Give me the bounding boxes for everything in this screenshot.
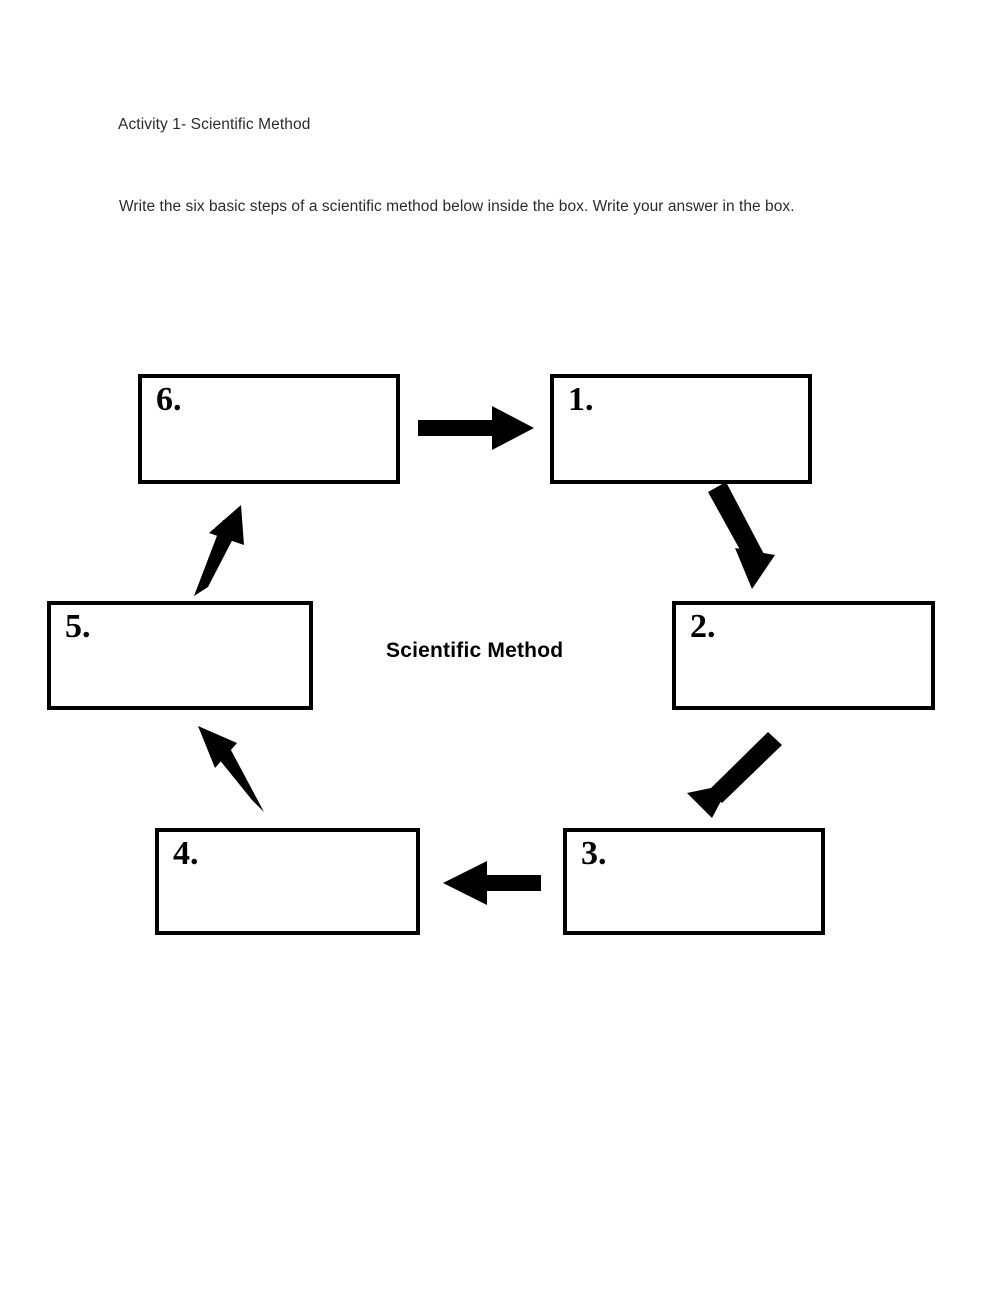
instruction-text: Write the six basic steps of a scientifi… xyxy=(119,198,795,215)
step-number-4: 4. xyxy=(173,835,199,872)
step-box-6[interactable]: 6. xyxy=(138,374,400,484)
step-box-1[interactable]: 1. xyxy=(550,374,812,484)
step-number-6: 6. xyxy=(156,381,182,418)
arrow-4-to-5-icon xyxy=(198,726,264,812)
arrow-5-to-6-icon xyxy=(194,505,244,596)
step-number-2: 2. xyxy=(690,608,716,645)
step-box-2[interactable]: 2. xyxy=(672,601,935,710)
arrow-2-to-3-icon xyxy=(687,732,782,818)
arrow-3-to-4-icon xyxy=(443,861,541,905)
step-number-5: 5. xyxy=(65,608,91,645)
arrow-1-to-2-icon xyxy=(708,482,775,589)
page-title: Activity 1- Scientific Method xyxy=(118,116,311,133)
step-number-3: 3. xyxy=(581,835,607,872)
diagram-center-label: Scientific Method xyxy=(386,639,564,662)
step-number-1: 1. xyxy=(568,381,594,418)
arrow-6-to-1-icon xyxy=(418,406,534,450)
step-box-5[interactable]: 5. xyxy=(47,601,313,710)
step-box-4[interactable]: 4. xyxy=(155,828,420,935)
step-box-3[interactable]: 3. xyxy=(563,828,825,935)
